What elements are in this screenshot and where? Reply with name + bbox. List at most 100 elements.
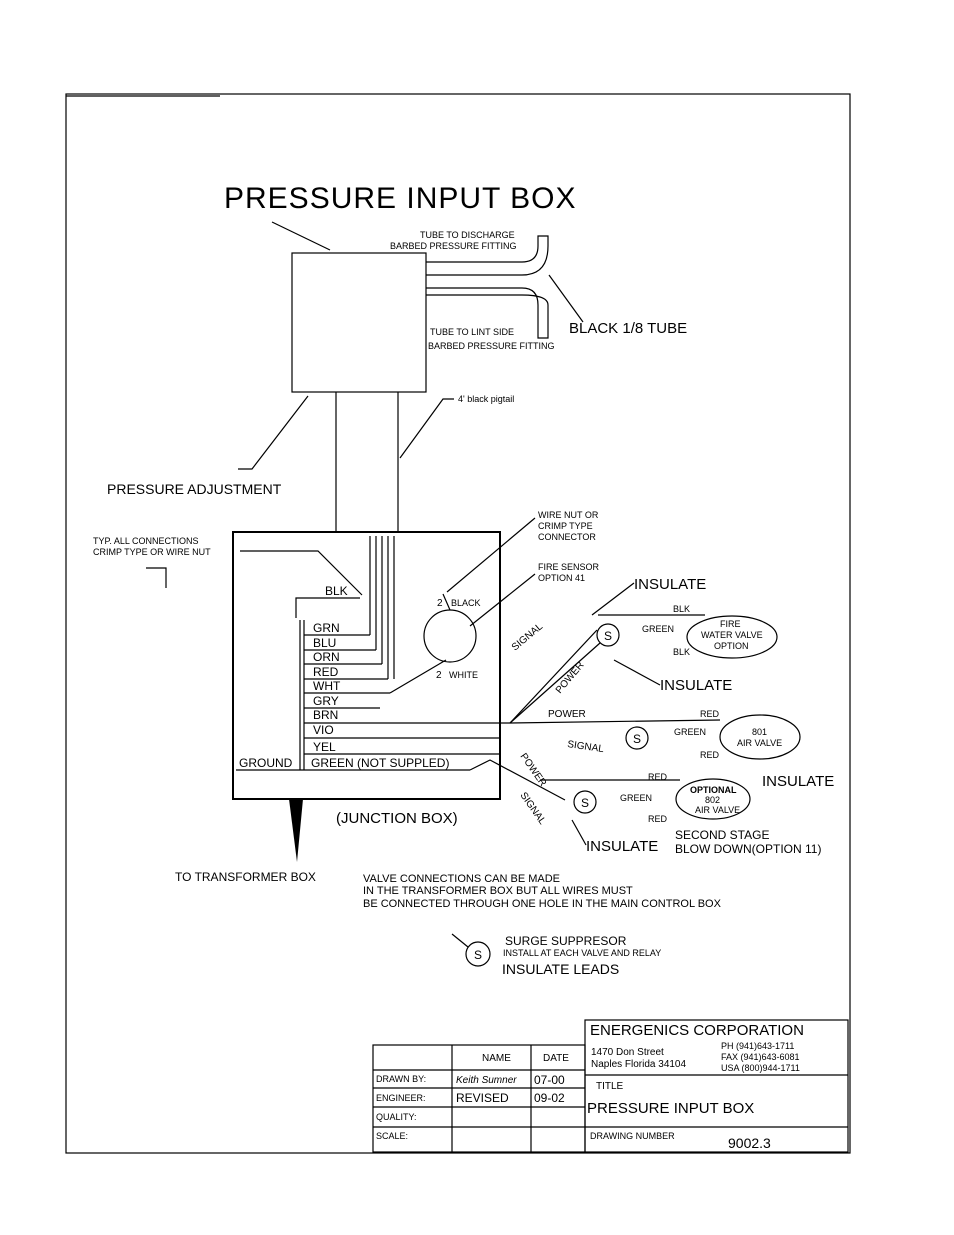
name-header: NAME xyxy=(482,1053,511,1064)
fire-sensor xyxy=(423,609,477,663)
title-block xyxy=(372,1019,849,1153)
wire-orn: ORN xyxy=(313,650,340,664)
wire-red: RED xyxy=(313,665,339,679)
company-name: ENERGENICS CORPORATION xyxy=(590,1022,804,1039)
company-address-1: 1470 Don Street xyxy=(591,1047,664,1058)
fire-valve-3: OPTION xyxy=(714,641,749,651)
pressure-input-box xyxy=(291,252,427,393)
surge-suppressor-2 xyxy=(625,726,649,750)
insulate-4-leader xyxy=(571,819,587,846)
power-1: POWER xyxy=(554,660,587,696)
fire-sensor-label-2: OPTION 41 xyxy=(538,573,585,583)
wire-blu: BLU xyxy=(313,636,336,650)
insulate-1: INSULATE xyxy=(634,576,706,593)
air-valve-802-2: 802 xyxy=(705,795,720,805)
insulate-2: INSULATE xyxy=(660,677,732,694)
fire-valve-2: WATER VALVE xyxy=(701,630,763,640)
wire-nut-3: CONNECTOR xyxy=(538,532,596,542)
drawn-by-name: Keith Sumner xyxy=(456,1075,517,1086)
wire-grn: GRN xyxy=(313,621,340,635)
fire-sensor-2b: 2 xyxy=(436,670,442,681)
green-802: GREEN xyxy=(620,793,652,803)
air-valve-802 xyxy=(675,778,751,820)
wire-rules xyxy=(236,634,500,771)
valve-note-3: BE CONNECTED THROUGH ONE HOLE IN THE MAI… xyxy=(363,898,722,910)
surge-3: INSULATE LEADS xyxy=(502,961,619,977)
drawing-number-label: DRAWING NUMBER xyxy=(590,1131,675,1141)
tube-lint xyxy=(426,287,549,339)
power-wire-1 xyxy=(509,642,601,724)
fire-sensor-black: BLACK xyxy=(451,598,481,608)
surge-1: SURGE SUPPRESOR xyxy=(505,934,627,948)
ground-symbol xyxy=(146,567,167,588)
insulate-1-leader xyxy=(591,582,635,616)
company-usa: USA (800)944-1711 xyxy=(721,1063,800,1073)
air-valve-801-1: 801 xyxy=(752,727,767,737)
typ-connections-1: TYP. ALL CONNECTIONS xyxy=(93,536,199,546)
page-title: PRESSURE INPUT BOX xyxy=(224,182,577,215)
red-801-top: RED xyxy=(700,709,720,719)
air-valve-802-1: OPTIONAL xyxy=(690,785,737,795)
surge-suppressor-3 xyxy=(573,790,597,814)
title-leader xyxy=(271,221,331,251)
quality-label: QUALITY: xyxy=(376,1112,417,1122)
scale-label: SCALE: xyxy=(376,1131,408,1141)
engineer-label: ENGINEER: xyxy=(376,1093,426,1103)
black-tube-leader xyxy=(548,274,584,323)
title-label: TITLE xyxy=(596,1081,624,1092)
company-fax: FAX (941)643-6081 xyxy=(721,1052,800,1062)
pressure-adjustment-label: PRESSURE ADJUSTMENT xyxy=(107,481,282,497)
page-border xyxy=(65,93,851,1154)
surge-legend-leads xyxy=(451,933,469,948)
wire-blk: BLK xyxy=(325,584,348,598)
second-stage-2: BLOW DOWN(OPTION 11) xyxy=(675,842,821,856)
transformer-cable xyxy=(289,799,303,862)
adjustment-leader xyxy=(238,395,309,470)
wire-vio: VIO xyxy=(313,723,334,737)
red-802-bottom: RED xyxy=(648,814,668,824)
s-3: S xyxy=(581,796,589,810)
fire-sensor-label-1: FIRE SENSOR xyxy=(538,562,600,572)
s-legend: S xyxy=(474,948,482,962)
signal-3: SIGNAL xyxy=(518,790,548,827)
wire-yel: YEL xyxy=(313,740,336,754)
power-2: POWER xyxy=(548,709,586,720)
wire-wht: WHT xyxy=(313,679,341,693)
s-1: S xyxy=(604,629,612,643)
fire-sensor-wire-bottom xyxy=(389,659,447,694)
wire-brn: BRN xyxy=(313,708,338,722)
vertical-wires xyxy=(369,536,395,679)
s-2: S xyxy=(633,732,641,746)
wire-list: GRN BLU ORN RED WHT GRY BRN VIO YEL xyxy=(313,621,341,754)
wire-nut-2: CRIMP TYPE xyxy=(538,521,593,531)
to-transformer-label: TO TRANSFORMER BOX xyxy=(175,870,316,884)
black-tube-label: BLACK 1/8 TUBE xyxy=(569,320,687,337)
air-valve-801-2: AIR VALVE xyxy=(737,738,782,748)
typ-leader xyxy=(240,550,363,596)
company-ph: PH (941)643-1711 xyxy=(721,1041,794,1051)
air-valve-801 xyxy=(719,714,801,760)
red-802-top: RED xyxy=(648,772,668,782)
valve-note-2: IN THE TRANSFORMER BOX BUT ALL WIRES MUS… xyxy=(363,885,633,897)
green-not-supplied: GREEN (NOT SUPPLED) xyxy=(311,756,449,770)
wire-gry: GRY xyxy=(313,694,339,708)
insulate-2-leader xyxy=(613,659,661,686)
tube-discharge xyxy=(426,235,549,276)
fire-sensor-2a: 2 xyxy=(437,598,443,609)
engineer-date: 09-02 xyxy=(534,1091,565,1105)
fire-valve-1: FIRE xyxy=(720,619,741,629)
green-801: GREEN xyxy=(674,727,706,737)
surge-suppressor-1 xyxy=(596,623,620,647)
surge-2: INSTALL AT EACH VALVE AND RELAY xyxy=(503,948,661,958)
tube-discharge-label-1: TUBE TO DISCHARGE xyxy=(420,230,515,240)
date-header: DATE xyxy=(543,1053,569,1064)
company-address-2: Naples Florida 34104 xyxy=(591,1059,686,1070)
blk-top: BLK xyxy=(673,604,690,614)
air-valve-802-3: AIR VALVE xyxy=(695,805,740,815)
surge-legend-icon xyxy=(465,941,491,967)
drawn-by-label: DRAWN BY: xyxy=(376,1074,426,1084)
signal-2: SIGNAL xyxy=(567,739,605,755)
802-source xyxy=(469,759,566,801)
fire-sensor-wire-top xyxy=(442,593,451,611)
title-value: PRESSURE INPUT BOX xyxy=(587,1100,754,1117)
